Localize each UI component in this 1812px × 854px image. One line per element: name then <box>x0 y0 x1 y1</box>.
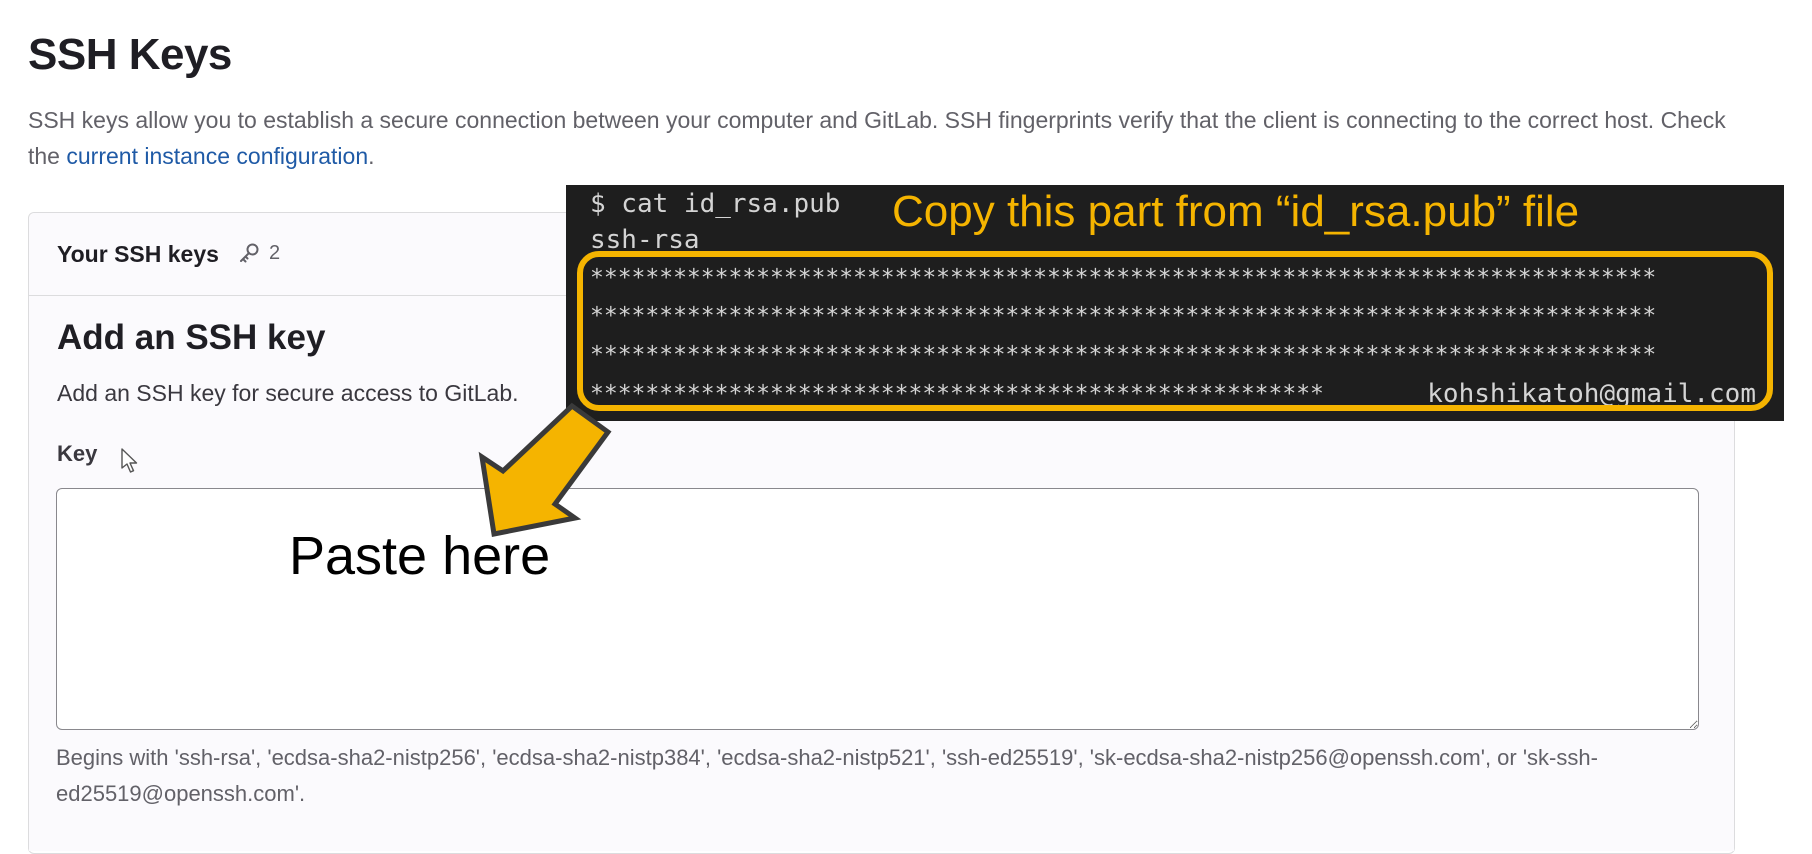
key-icon <box>240 243 259 263</box>
public-key-email: kohshikatoh@gmail.com <box>1427 379 1756 409</box>
key-help-text: Begins with 'ssh-rsa', 'ecdsa-sha2-nistp… <box>56 745 1598 806</box>
page-title: SSH Keys <box>28 30 232 79</box>
copy-highlight-box <box>577 251 1773 411</box>
public-key-line: ****************************************… <box>590 303 1657 329</box>
copy-annotation: Copy this part from “id_rsa.pub” file <box>892 187 1580 236</box>
terminal-screenshot: $ cat id_rsa.pub ssh-rsa Copy this part … <box>566 185 1784 421</box>
key-count-badge: 2 <box>237 241 280 265</box>
public-key-line: ****************************************… <box>590 381 1324 407</box>
key-count-value: 2 <box>269 241 281 264</box>
instance-configuration-link[interactable]: current instance configuration <box>66 143 369 169</box>
add-ssh-key-title: Add an SSH key <box>57 318 326 357</box>
public-key-line: ****************************************… <box>590 342 1657 368</box>
card-header-title: Your SSH keys <box>57 241 219 267</box>
mouse-cursor-icon <box>121 448 138 473</box>
paste-annotation: Paste here <box>289 526 551 586</box>
key-textarea[interactable] <box>56 488 1699 730</box>
page-description: SSH keys allow you to establish a secure… <box>28 102 1728 174</box>
page-description-text: SSH keys allow you to establish a secure… <box>28 107 1726 169</box>
terminal-key-type: ssh-rsa <box>590 225 700 255</box>
terminal-command: $ cat id_rsa.pub <box>590 189 841 219</box>
key-label: Key <box>57 441 98 466</box>
add-ssh-key-description: Add an SSH key for secure access to GitL… <box>57 380 519 406</box>
public-key-line: ****************************************… <box>590 265 1657 291</box>
page-description-end: . <box>368 143 375 169</box>
